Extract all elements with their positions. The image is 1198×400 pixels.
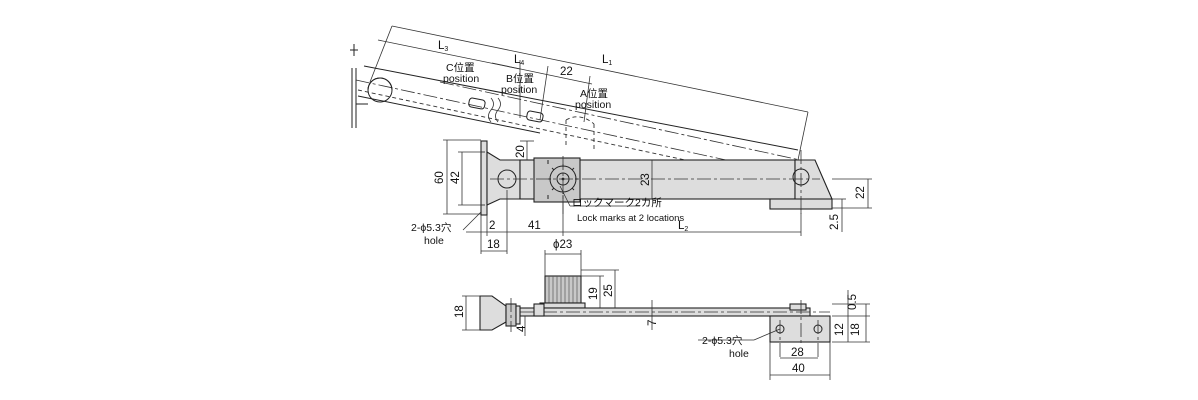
label-l1: L1 (602, 54, 612, 67)
label-l3: L3 (438, 40, 448, 53)
tilted-arm-view (350, 25, 809, 177)
label-hole-bot-en: hole (729, 348, 749, 360)
label-pos-c-en: position (443, 73, 479, 85)
dim-28: 28 (791, 347, 804, 359)
dim-18-top: 18 (487, 239, 500, 251)
side-knob (544, 275, 582, 304)
side-view (479, 275, 831, 360)
closed-view-dimensions: 60 42 20 23 22 2.5 2 18 41 L2 (411, 139, 872, 254)
bracket (486, 151, 521, 206)
label-pos-a-jp: A位置 (580, 87, 608, 100)
dim-40: 40 (792, 363, 805, 375)
dim-0-5: 0.5 (847, 294, 859, 310)
dim-20: 20 (515, 145, 527, 158)
label-hole-top-spec: 2-ϕ5.3穴 (411, 221, 452, 234)
dim-41: 41 (528, 220, 541, 232)
side-knob-base (539, 302, 586, 309)
dim-2: 2 (489, 220, 495, 232)
dim-23: 23 (640, 173, 652, 186)
dim-22-top: 22 (560, 66, 573, 78)
side-left-bracket (479, 295, 507, 331)
dim-4: 4 (516, 325, 528, 332)
label-pos-c-jp: C位置 (446, 61, 475, 74)
label-pos-b-jp: B位置 (506, 72, 534, 85)
side-view-dimensions: ϕ23 19 25 7 18 4 0.5 12 18 28 (454, 239, 870, 380)
label-lock-jp: ロックマーク2カ所 (572, 197, 662, 209)
dim-18-right: 18 (850, 323, 862, 336)
tilted-view-labels: L3 L4 L1 22 C位置 position B位置 position A位… (438, 40, 612, 111)
dim-42: 42 (450, 171, 462, 184)
dim-60: 60 (434, 171, 446, 184)
label-l2: L2 (678, 220, 688, 233)
dim-12: 12 (834, 323, 846, 336)
dim-18-side: 18 (454, 305, 466, 318)
label-hole-bot-spec: 2-ϕ5.3穴 (702, 334, 743, 347)
dim-2-5: 2.5 (829, 214, 841, 230)
label-pos-b-en: position (501, 84, 537, 96)
dim-22-right: 22 (855, 186, 867, 199)
label-l4: L4 (514, 54, 524, 67)
closed-arm-top-view (480, 140, 833, 216)
dim-19: 19 (588, 287, 600, 300)
label-pos-a-en: position (575, 99, 611, 111)
dim-7: 7 (647, 320, 659, 326)
dim-phi23: ϕ23 (553, 239, 572, 251)
label-lock-en: Lock marks at 2 locations (577, 213, 684, 224)
dim-25: 25 (603, 284, 615, 297)
label-hole-top-en: hole (424, 235, 444, 247)
